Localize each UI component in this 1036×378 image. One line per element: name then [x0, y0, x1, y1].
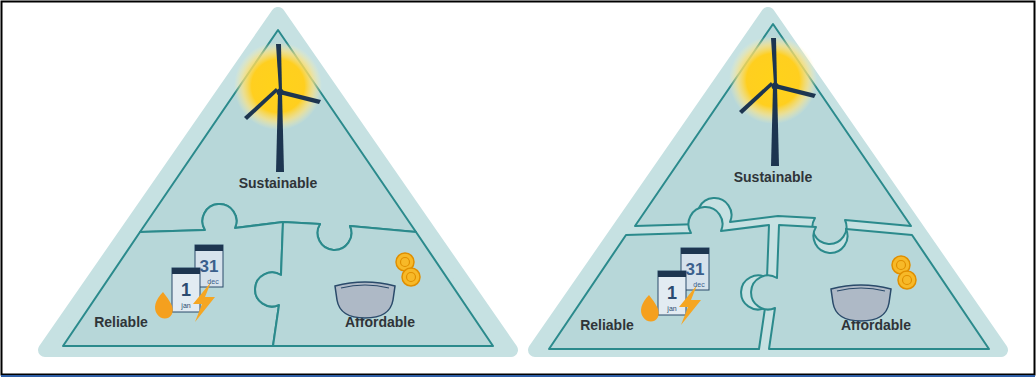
- piece-outline: [57, 200, 291, 352]
- puzzle-shape: [549, 207, 769, 349]
- reliable-piece: Reliable: [57, 200, 291, 352]
- piece-outline: [543, 203, 777, 355]
- calendar-day: 1: [181, 281, 191, 299]
- calendar-day: 31: [686, 261, 705, 278]
- calendar-day: 1: [667, 284, 677, 302]
- sun-turbine-icon: [234, 42, 322, 172]
- calendar-energy-icon: [641, 248, 709, 325]
- calendar-month: dec: [693, 281, 704, 288]
- puzzle-shape: [751, 225, 989, 349]
- puzzle-shape: [140, 30, 416, 250]
- sun-turbine-icon: [729, 36, 817, 166]
- sustainable-piece: Sustainable: [625, 16, 920, 251]
- bottom-rule: [1, 375, 1035, 377]
- piece-outline: [265, 200, 499, 352]
- calendar-month: jan: [181, 302, 190, 309]
- piece-label: Affordable: [345, 315, 415, 329]
- puzzle-shape: [255, 222, 493, 346]
- affordable-piece: Affordable: [761, 203, 995, 355]
- puzzle-shape: [63, 204, 283, 346]
- piece-label: Affordable: [841, 318, 911, 332]
- puzzle-shape: [635, 24, 911, 244]
- affordable-piece: Affordable: [265, 200, 499, 352]
- purse-coins-icon: [831, 256, 916, 321]
- piece-label: Sustainable: [239, 176, 318, 190]
- reliable-piece: Reliable: [543, 203, 777, 355]
- piece-outline: [625, 16, 920, 251]
- piece-label: Reliable: [580, 318, 634, 332]
- piece-label: Sustainable: [734, 170, 813, 184]
- purse-coins-icon: [335, 253, 420, 318]
- piece-label: Reliable: [94, 315, 148, 329]
- calendar-month: jan: [667, 305, 676, 312]
- calendar-energy-icon: [155, 245, 223, 322]
- calendar-day: 31: [200, 258, 219, 275]
- piece-outline: [761, 203, 995, 355]
- outer-triangle: [45, 14, 511, 350]
- outer-triangle: [535, 14, 1001, 350]
- calendar-month: dec: [207, 278, 218, 285]
